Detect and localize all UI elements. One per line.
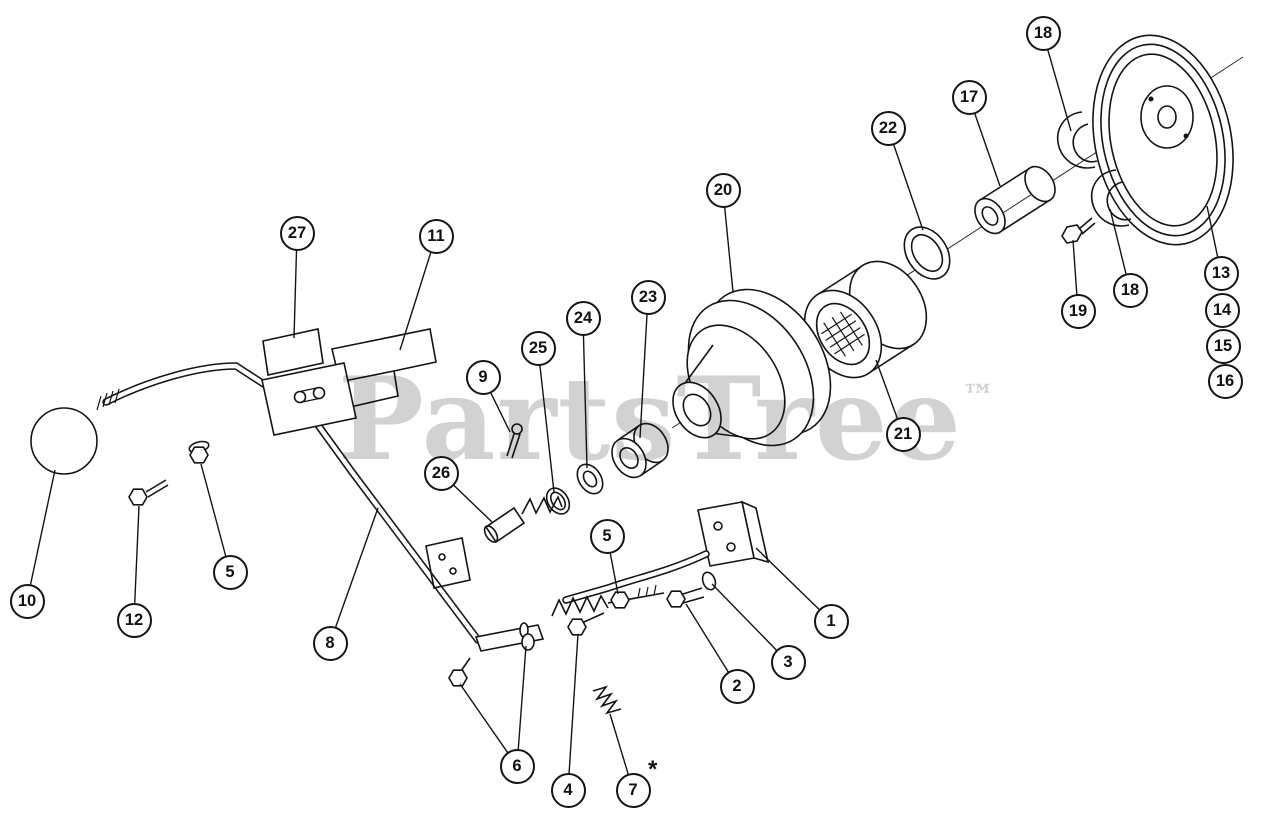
- callout-leader-line: [567, 633, 579, 791]
- callout-leader-line: [639, 296, 649, 439]
- part-callout-11: 11: [418, 218, 454, 254]
- bearing-drawing: [611, 422, 669, 479]
- part-callout-5: 5: [212, 554, 248, 590]
- part-callout-13: 13: [1203, 255, 1239, 291]
- handle-nut-drawing: [188, 440, 210, 464]
- drive-pulley-drawing: [1092, 34, 1234, 246]
- callout-leader-line: [516, 645, 527, 767]
- part-callout-12: 12: [116, 602, 152, 638]
- callout-leader-line: [582, 317, 588, 469]
- part-callout-9: 9: [465, 359, 501, 395]
- part-callout-4: 4: [550, 772, 586, 808]
- part-callout-1: 1: [813, 603, 849, 639]
- part-callout-16: 16: [1207, 363, 1243, 399]
- part-callout-14: 14: [1204, 292, 1240, 328]
- part-callout-18: 18: [1025, 15, 1061, 51]
- clamp-bolt-drawing: [1061, 217, 1096, 244]
- part-callout-5: 5: [589, 518, 625, 554]
- part-callout-23: 23: [630, 279, 666, 315]
- part-callout-26: 26: [423, 455, 459, 491]
- lock-nut-drawing: [448, 657, 471, 687]
- part-callout-3: 3: [770, 644, 806, 680]
- handle-bolt-drawing: [128, 479, 169, 506]
- spacer-tube-drawing: [974, 165, 1056, 235]
- handle-rod-drawing: [96, 362, 482, 644]
- retaining-ring-25-drawing: [545, 487, 571, 515]
- part-callout-20: 20: [705, 172, 741, 208]
- part-callout-8: 8: [312, 625, 348, 661]
- callout-leader-line: [399, 235, 437, 351]
- washer-24-drawing: [576, 463, 604, 495]
- part-callout-15: 15: [1205, 328, 1241, 364]
- part-callout-17: 17: [951, 79, 987, 115]
- part-callout-18: 18: [1112, 272, 1148, 308]
- clevis-link-drawing: [474, 622, 545, 652]
- part-callout-7: 7: [615, 772, 651, 808]
- callout-leader-line: [200, 463, 231, 573]
- part-callout-22: 22: [870, 110, 906, 146]
- callout-leader-line: [26, 469, 56, 602]
- part-callout-25: 25: [520, 330, 556, 366]
- handle-bracket-drawing: [261, 328, 437, 436]
- knob-drawing: [30, 407, 98, 475]
- bearing-clamp-halves-drawing: [1057, 111, 1132, 227]
- callout-leader-line: [293, 232, 298, 339]
- callout-leader-line: [329, 507, 379, 644]
- tension-spring-drawing: [592, 685, 622, 715]
- part-callout-21: 21: [885, 416, 921, 452]
- retaining-ring-22-drawing: [903, 226, 951, 280]
- part-callout-2: 2: [719, 668, 755, 704]
- spring-rod-assembly-drawing: [551, 571, 717, 636]
- idler-bracket-drawing: [697, 500, 770, 567]
- part-callout-24: 24: [565, 300, 601, 336]
- spindle-pulley-drawing: [672, 288, 832, 447]
- part-callout-6: 6: [499, 748, 535, 784]
- frame-plate-drawing: [425, 537, 471, 589]
- part-callout-19: 19: [1060, 293, 1096, 329]
- callout-leader-line: [537, 347, 555, 493]
- part-callout-10: 10: [9, 583, 45, 619]
- part-callout-27: 27: [279, 215, 315, 251]
- mount-plate-drawing: [262, 328, 324, 376]
- spring-coupler-drawing: [483, 495, 563, 544]
- idler-arm-drawing: [562, 550, 710, 604]
- cotter-pin-drawing: [506, 423, 523, 459]
- footnote-asterisk: *: [648, 756, 658, 783]
- callout-leader-line: [133, 505, 140, 621]
